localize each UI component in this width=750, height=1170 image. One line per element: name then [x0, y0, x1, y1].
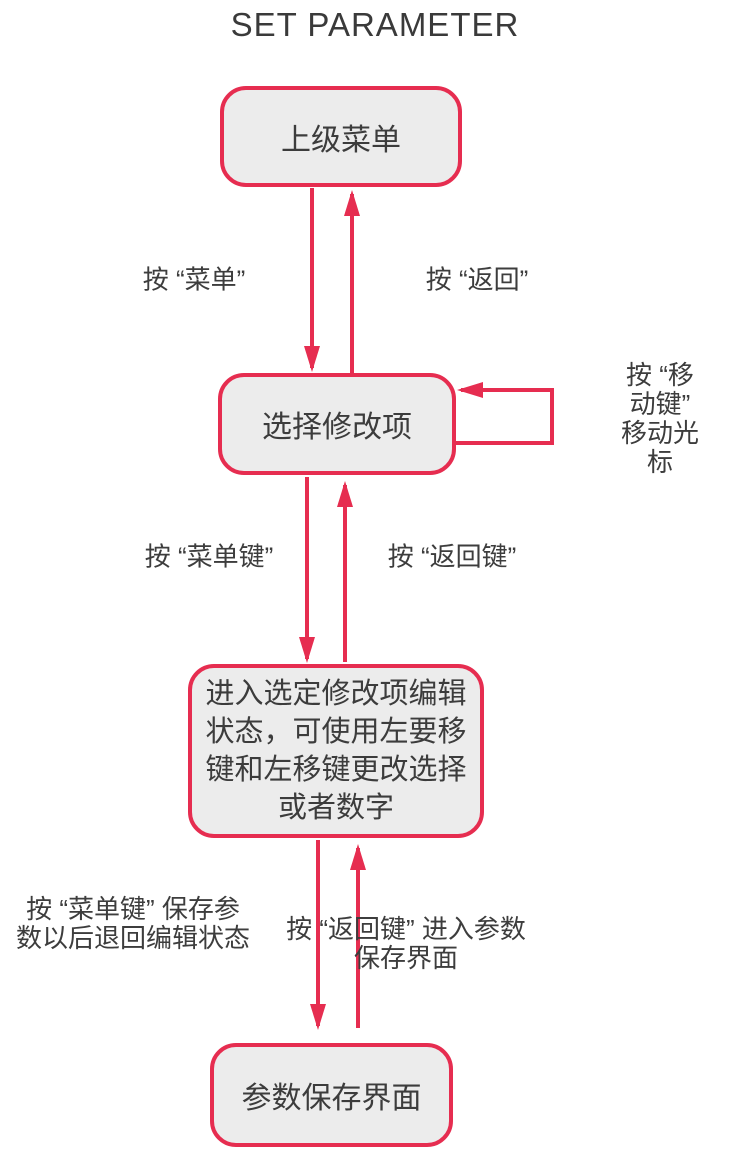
edge-label-press-menu: 按 “菜单” — [142, 264, 246, 295]
diagram-title: SET PARAMETER — [230, 6, 520, 43]
node-top-menu-label: 上级菜单 — [281, 123, 401, 157]
edge-label-press-menu-key-save: 按 “菜单键” 保存参 数以后退回编辑状态 — [15, 894, 251, 953]
node-select-item: 选择修改项 — [218, 373, 456, 475]
node-save-screen-label: 参数保存界面 — [241, 1082, 422, 1115]
edge-label-press-move-key: 按 “移动键” 移动光标 — [620, 360, 699, 477]
node-edit-state-label: 进入选定修改项编辑 状态，可使用左要移 键和左移键更改选择 或者数字 — [205, 678, 467, 824]
node-edit-state: 进入选定修改项编辑 状态，可使用左要移 键和左移键更改选择 或者数字 — [188, 664, 484, 838]
edge-label-press-menu-key: 按 “菜单键” — [144, 541, 274, 572]
edge-label-press-back-key: 按 “返回键” — [387, 541, 517, 572]
node-select-item-label: 选择修改项 — [262, 411, 412, 444]
edge-label-press-back-key-save: 按 “返回键” 进入参数 保存界面 — [286, 914, 526, 973]
node-save-screen: 参数保存界面 — [210, 1043, 453, 1147]
node-top-menu: 上级菜单 — [220, 86, 462, 187]
arrow-move-key-loop — [452, 382, 554, 445]
edge-label-press-back: 按 “返回” — [425, 264, 529, 295]
